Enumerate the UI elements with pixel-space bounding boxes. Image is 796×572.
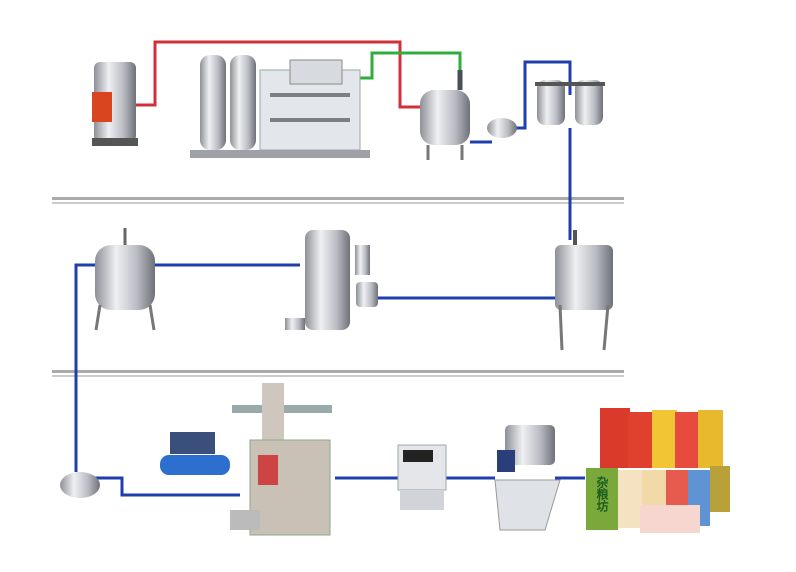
homogenizer-tank <box>555 230 613 351</box>
inkjet-coder <box>397 444 447 510</box>
product-pipe-row3 <box>95 476 585 497</box>
transfer-pump-1 <box>487 118 517 138</box>
aseptic-filling-machine <box>230 383 332 536</box>
blending-tank <box>94 228 156 331</box>
water-pipe <box>345 51 462 88</box>
product-pipe-row1 <box>470 60 572 240</box>
water-treatment-unit <box>190 55 370 158</box>
product-pump <box>60 472 100 498</box>
finished-packages: 杂粮坊 <box>586 408 730 533</box>
mixing-tank-1 <box>420 70 470 160</box>
conveyor-packer <box>494 425 561 531</box>
hot-water-pipe <box>136 40 422 109</box>
package-brand-text: 杂粮坊 <box>595 475 609 513</box>
divider-rail-2 <box>52 370 624 377</box>
uht-sterilizer <box>285 230 378 330</box>
product-pipe-row2 <box>74 263 555 472</box>
duplex-filter <box>535 80 605 125</box>
boiler <box>92 62 138 146</box>
air-compressor <box>160 432 230 475</box>
divider-rail-1 <box>52 197 624 204</box>
